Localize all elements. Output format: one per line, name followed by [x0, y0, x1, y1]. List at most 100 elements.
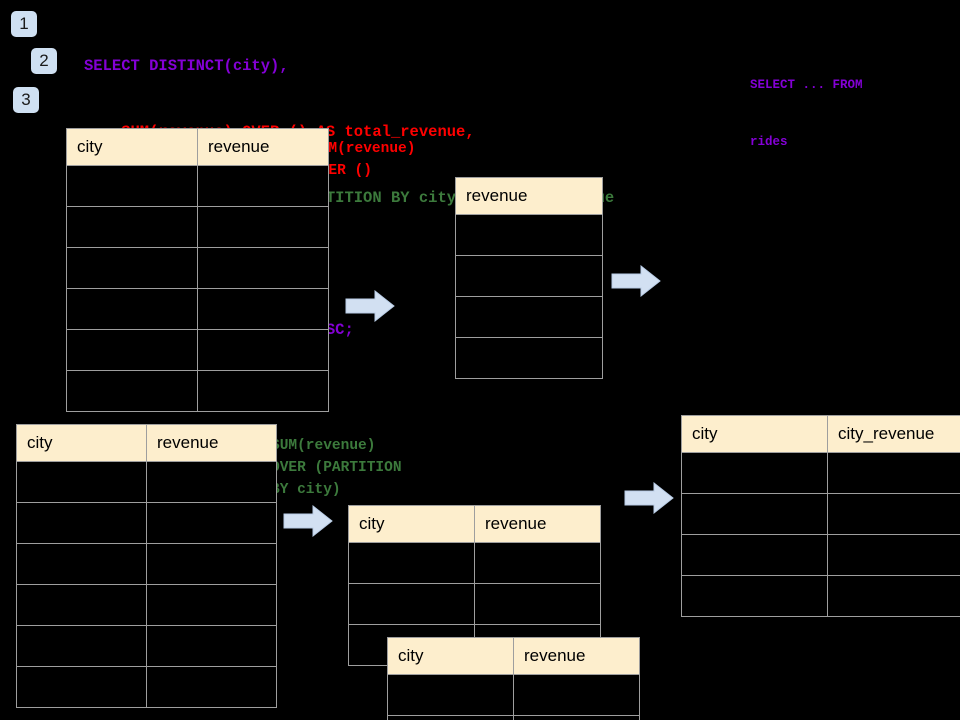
table-row — [387, 674, 640, 716]
table-cell — [66, 206, 198, 248]
table-cell — [681, 452, 828, 494]
table-cell — [66, 288, 198, 330]
table-cell — [146, 625, 277, 667]
column-header-revenue: revenue — [474, 505, 601, 543]
arrow-partition-to-result — [624, 481, 674, 519]
table-cell — [146, 584, 277, 626]
table-cell — [197, 288, 329, 330]
side-note-line-2: rides — [750, 135, 788, 149]
column-header-city: city — [348, 505, 475, 543]
table-cell — [146, 502, 277, 544]
table-row — [66, 329, 329, 371]
table-source-top: city revenue — [66, 128, 329, 412]
table-row — [66, 370, 329, 412]
table-row — [66, 165, 329, 207]
table-row — [681, 493, 960, 535]
table-row — [387, 715, 640, 720]
table-row — [66, 206, 329, 248]
table-row — [455, 214, 603, 256]
table-cell — [474, 583, 601, 625]
column-header-revenue: revenue — [513, 637, 640, 675]
step-badge-1: 1 — [11, 11, 37, 37]
table-cell — [16, 625, 147, 667]
table-cell — [474, 542, 601, 584]
column-header-city: city — [66, 128, 198, 166]
table-header-row: city city_revenue — [681, 415, 960, 453]
table-cell — [197, 329, 329, 371]
column-header-revenue: revenue — [146, 424, 277, 462]
table-row — [455, 296, 603, 338]
table-total-revenue: revenue — [455, 177, 603, 379]
table-cell — [827, 493, 960, 535]
table-cell — [681, 493, 828, 535]
table-row — [16, 502, 277, 544]
annotation-over-partition: SUM(revenue) OVER (PARTITION BY city) — [271, 438, 402, 498]
table-cell — [513, 715, 640, 720]
table-row — [681, 575, 960, 617]
table-row — [681, 452, 960, 494]
table-header-row: revenue — [455, 177, 603, 215]
column-header-revenue: revenue — [455, 177, 603, 215]
table-cell — [681, 534, 828, 576]
table-cell — [387, 674, 514, 716]
table-cell — [197, 370, 329, 412]
table-row — [455, 337, 603, 379]
table-row — [16, 461, 277, 503]
table-cell — [66, 329, 198, 371]
table-row — [16, 584, 277, 626]
table-cell — [16, 461, 147, 503]
arrow-source-to-total — [345, 289, 395, 327]
table-header-row: city revenue — [348, 505, 601, 543]
table-header-row: city revenue — [66, 128, 329, 166]
step-badge-3: 3 — [13, 87, 39, 113]
table-row — [66, 247, 329, 289]
table-row — [16, 543, 277, 585]
table-cell — [513, 674, 640, 716]
table-row — [348, 583, 601, 625]
table-row — [16, 666, 277, 708]
table-cell — [455, 337, 603, 379]
side-note-select-from: SELECT ... FROM rides — [750, 38, 863, 190]
table-cell — [455, 214, 603, 256]
arrow-total-to-result — [611, 264, 661, 302]
column-header-city: city — [681, 415, 828, 453]
table-result: city city_revenue — [681, 415, 960, 617]
table-cell — [197, 165, 329, 207]
column-header-city-revenue: city_revenue — [827, 415, 960, 453]
table-cell — [681, 575, 828, 617]
table-cell — [197, 247, 329, 289]
table-cell — [66, 247, 198, 289]
table-cell — [66, 370, 198, 412]
table-header-row: city revenue — [387, 637, 640, 675]
table-partition-group-b: city revenue — [387, 637, 640, 720]
table-cell — [197, 206, 329, 248]
arrow-source-to-partition — [283, 504, 333, 542]
table-cell — [827, 575, 960, 617]
table-cell — [387, 715, 514, 720]
side-note-line-1: SELECT ... FROM — [750, 78, 863, 92]
table-cell — [827, 534, 960, 576]
table-cell — [66, 165, 198, 207]
step-badge-2: 2 — [31, 48, 57, 74]
table-cell — [455, 255, 603, 297]
column-header-city: city — [387, 637, 514, 675]
table-cell — [348, 542, 475, 584]
table-cell — [16, 543, 147, 585]
table-cell — [16, 584, 147, 626]
table-cell — [146, 461, 277, 503]
table-row — [681, 534, 960, 576]
table-cell — [146, 666, 277, 708]
sql-line-select: SELECT DISTINCT(city), — [84, 57, 289, 75]
table-source-bottom: city revenue — [16, 424, 277, 708]
column-header-city: city — [16, 424, 147, 462]
table-row — [455, 255, 603, 297]
table-cell — [16, 666, 147, 708]
table-row — [66, 288, 329, 330]
table-cell — [455, 296, 603, 338]
column-header-revenue: revenue — [197, 128, 329, 166]
table-row — [16, 625, 277, 667]
table-cell — [827, 452, 960, 494]
table-cell — [16, 502, 147, 544]
table-header-row: city revenue — [16, 424, 277, 462]
